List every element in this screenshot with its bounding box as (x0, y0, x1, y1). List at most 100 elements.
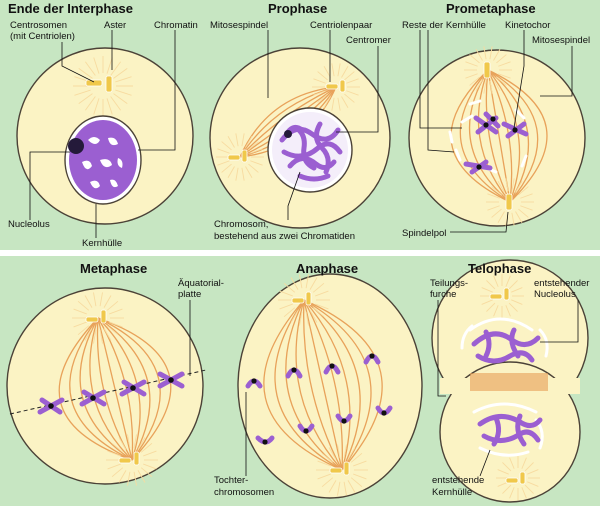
aster-ray (527, 481, 539, 487)
aster-rays (316, 444, 368, 496)
aster-ray (279, 303, 293, 310)
telophase-midbody-fibers (470, 373, 548, 391)
aster-rays (106, 434, 158, 486)
spindle-fiber (485, 69, 511, 203)
anaphase-spindle (263, 299, 383, 471)
aster-ray (248, 141, 259, 151)
aster-ray (321, 452, 334, 463)
label-zwei-chromatiden: bestehend aus zwei Chromatiden (214, 231, 355, 242)
aster-ray (469, 54, 480, 64)
aster-ray (133, 471, 137, 486)
aster-ray (115, 89, 132, 96)
spindle-fiber (303, 299, 351, 471)
panel-telophase: Telophase Teilungs- furche entstehender … (430, 259, 589, 503)
aster-ray (341, 65, 349, 78)
aster-ray (217, 160, 230, 166)
spindle-fiber (295, 299, 343, 471)
aster-rays (312, 63, 360, 111)
aster-ray (312, 282, 325, 293)
aster-ray (496, 54, 507, 64)
metaphase-title: Metaphase (80, 261, 147, 276)
aster-ray (137, 470, 146, 483)
spindle-fiber (303, 299, 383, 471)
aster-ray (250, 160, 263, 166)
aster-ray (353, 460, 367, 467)
aster-ray (337, 97, 341, 111)
aster-ray (487, 205, 500, 211)
aster-ray (127, 471, 131, 486)
aster-ray (279, 290, 293, 297)
aster-ray (331, 97, 335, 111)
aster-ray (115, 76, 132, 83)
aster-ray (489, 46, 493, 60)
centriole-pair-bottom (505, 471, 526, 485)
aster-ray (497, 180, 505, 193)
aster-ray (508, 280, 518, 290)
spindle-fiber (303, 299, 361, 471)
aster-ray (313, 90, 326, 96)
centriole-pair-right (325, 79, 346, 93)
cell-metaphase (6, 287, 204, 485)
aster-ray (502, 484, 512, 494)
aster-ray (110, 96, 121, 111)
aster-ray (520, 205, 533, 211)
aster-ray (505, 178, 509, 192)
label-centriolenpaar: Centriolenpaar (310, 20, 372, 31)
label-chromosomen: chromosomen (214, 487, 274, 498)
aster-ray (137, 437, 146, 450)
aster-ray (491, 208, 502, 218)
spindle-fiber (97, 317, 151, 461)
centriole-pair-top (85, 309, 107, 324)
aster-ray (245, 135, 253, 148)
label-nucleolus: Nucleolus (534, 289, 576, 300)
label-chromosom: Chromosom, (214, 219, 268, 230)
label-mitosespindel: Mitosespindel (210, 20, 268, 31)
aster-ray (241, 133, 245, 147)
aster-ray (93, 292, 97, 307)
aster-ray (493, 305, 499, 317)
nuclear-envelope-fragments (448, 99, 528, 174)
aster-ray (290, 277, 299, 290)
spindle-fiber (97, 317, 161, 461)
spindle-fiber (303, 299, 343, 471)
panel-prometaphase: Prometaphase Reste der Kernhülle Kinetoc… (402, 1, 590, 239)
label-spindelpol: Spindelpol (402, 228, 446, 239)
spindle-fiber (487, 69, 539, 203)
aster-ray (283, 307, 296, 318)
label-reste-kernhuelle: Reste der Kernhülle (402, 20, 486, 31)
spindle-fiber (97, 317, 133, 461)
aster-ray (103, 328, 112, 341)
aster-ray (140, 467, 153, 478)
spindle-fiber (274, 299, 343, 471)
label-teilungs: Teilungs- (430, 278, 468, 289)
aster-ray (248, 163, 259, 173)
label-centrosomen: Centrosomen (10, 20, 67, 31)
aster-ray (245, 166, 253, 179)
cell-anaphase (237, 273, 423, 499)
aster-ray (217, 148, 230, 154)
label-aequatorial: Äquatorial- (178, 278, 224, 289)
aster-ray (515, 211, 523, 224)
spindle-fiber (303, 299, 343, 471)
panel-interphase: Ende der Interphase Centrosomen (mit Cen… (8, 1, 198, 249)
aster-ray (527, 469, 539, 475)
centriole-top (483, 61, 491, 79)
aster-ray (93, 57, 100, 74)
prometaphase-title: Prometaphase (446, 1, 536, 16)
aster-ray (511, 212, 515, 226)
label-entstehende: entstehende (432, 475, 484, 486)
forming-nuclei (460, 317, 549, 457)
aster-ray (315, 303, 329, 310)
spindle-fiber (303, 299, 372, 471)
aster-ray (106, 98, 113, 115)
aster-ray (489, 80, 493, 94)
aster-rays (496, 456, 540, 500)
aster-ray (113, 68, 128, 79)
aster-ray (315, 290, 329, 297)
aster-ray (465, 73, 478, 79)
aster-rays (216, 133, 264, 181)
aster-ray (481, 299, 493, 305)
aster-ray (73, 308, 87, 315)
centriole-pair-top (291, 291, 312, 306)
